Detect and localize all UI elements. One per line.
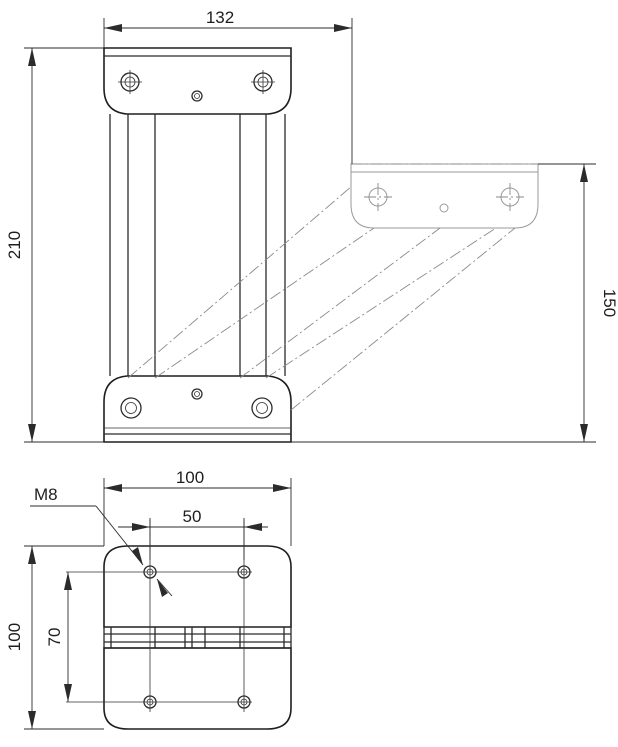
top-flange (103, 47, 292, 115)
dim-132-label: 132 (206, 8, 234, 27)
thread-callout-m8: M8 (30, 485, 173, 597)
phantom-flange (350, 163, 539, 229)
front-view (103, 47, 292, 443)
dimension-100-height: 100 (5, 545, 104, 730)
top-flange-holes (118, 70, 275, 102)
thread-label: M8 (34, 485, 58, 504)
dim-50-label: 50 (183, 507, 202, 526)
bottom-view (66, 520, 292, 730)
dimension-100-width: 100 (103, 468, 292, 546)
dim-70-label: 70 (45, 628, 64, 647)
dim-150-label: 150 (600, 289, 618, 317)
dim-100-height-label: 100 (5, 623, 24, 651)
base-middle-band (103, 627, 292, 649)
dimension-210: 210 (5, 47, 104, 443)
dim-100-width-label: 100 (176, 468, 204, 487)
vertical-body (109, 114, 286, 376)
base-lower-plate (103, 647, 292, 730)
dimension-50: 50 (118, 507, 268, 560)
offset-flange-phantom (350, 163, 539, 229)
projection-lines (127, 185, 516, 411)
bottom-flange-holes (120, 388, 273, 419)
base-upper-plate (103, 545, 292, 628)
dimension-70: 70 (45, 572, 72, 702)
dimension-150: 150 (291, 163, 618, 443)
bottom-flange (103, 375, 292, 443)
dimension-132: 132 (103, 8, 353, 164)
dim-210-label: 210 (5, 231, 24, 259)
base-mounting-holes (143, 565, 251, 709)
